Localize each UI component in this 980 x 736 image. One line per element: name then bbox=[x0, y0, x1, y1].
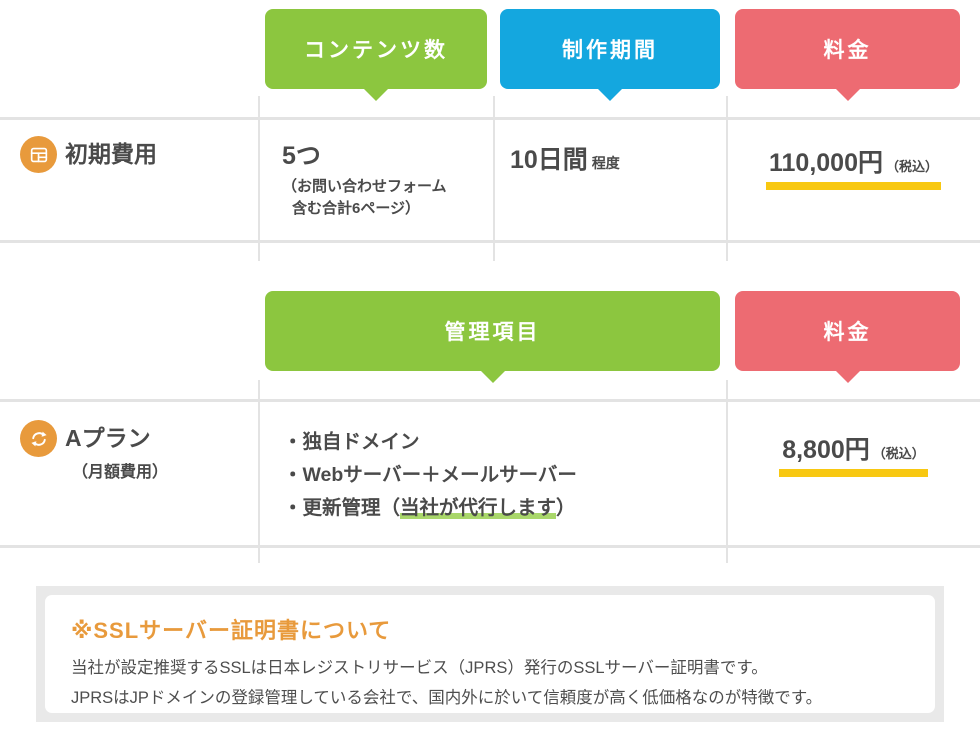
table2-top-border bbox=[0, 399, 980, 402]
management-items-list: ・独自ドメイン ・Webサーバー＋メールサーバー ・更新管理（当社が代行します） bbox=[283, 426, 577, 525]
browser-layout-icon bbox=[20, 136, 57, 173]
period-qualifier: 程度 bbox=[591, 155, 620, 171]
badge-tail bbox=[597, 88, 623, 101]
ssl-note-line-2: JPRSはJPドメインの登録管理している会社で、国内外に於いて信頼度が高く低価格… bbox=[71, 689, 823, 707]
initial-price: 110,000円（税込） bbox=[765, 143, 941, 190]
header-badge-management-label: 管理項目 bbox=[444, 321, 541, 344]
tax-included-label: （税込） bbox=[885, 159, 938, 174]
plan-a-price-cell: 8,800円（税込） bbox=[727, 430, 980, 477]
list-item: ・Webサーバー＋メールサーバー bbox=[283, 464, 577, 486]
header-badge-contents: コンテンツ数 bbox=[265, 9, 487, 101]
plan-a-subtitle: （月額費用） bbox=[72, 464, 169, 481]
ssl-note-inner: ※SSLサーバー証明書について 当社が設定推奨するSSLは日本レジストリサービス… bbox=[45, 595, 935, 713]
header-badge-period-label: 制作期間 bbox=[562, 39, 658, 62]
header-badge-price-1: 料金 bbox=[735, 9, 960, 101]
header-badge-period: 制作期間 bbox=[500, 9, 720, 101]
header-badge-contents-label: コンテンツ数 bbox=[304, 39, 448, 62]
period-cell: 10日間程度 bbox=[510, 145, 620, 175]
table1-divider-3 bbox=[726, 96, 728, 261]
initial-cost-label: 初期費用 bbox=[20, 136, 157, 173]
contents-note: （お問い合わせフォーム 含む合計6ページ） bbox=[282, 178, 447, 217]
table1-divider-2 bbox=[493, 96, 495, 261]
header-badge-price-2-label: 料金 bbox=[823, 321, 872, 344]
list-item: ・独自ドメイン bbox=[283, 431, 420, 453]
plan-a-label: Aプラン bbox=[20, 420, 151, 457]
plan-a-title: Aプラン bbox=[65, 425, 151, 451]
ssl-note-box: ※SSLサーバー証明書について 当社が設定推奨するSSLは日本レジストリサービス… bbox=[36, 586, 944, 722]
badge-tail bbox=[834, 88, 861, 101]
contents-cell: 5つ （お問い合わせフォーム 含む合計6ページ） bbox=[282, 141, 447, 220]
sync-icon bbox=[20, 420, 57, 457]
table1-bottom-border bbox=[0, 240, 980, 243]
table2-bottom-border bbox=[0, 545, 980, 548]
ssl-note-line-1: 当社が設定推奨するSSLは日本レジストリサービス（JPRS）発行のSSLサーバー… bbox=[71, 659, 768, 677]
ssl-note-title: ※SSLサーバー証明書について bbox=[71, 618, 392, 643]
plan-a-price: 8,800円（税込） bbox=[779, 430, 928, 477]
header-badge-price-1-label: 料金 bbox=[823, 39, 872, 62]
contents-count: 5つ bbox=[282, 142, 321, 170]
tax-included-label: （税込） bbox=[872, 446, 925, 461]
badge-tail bbox=[479, 370, 506, 383]
initial-price-cell: 110,000円（税込） bbox=[727, 143, 980, 190]
initial-cost-title: 初期費用 bbox=[65, 141, 157, 167]
badge-tail bbox=[363, 88, 389, 101]
list-item: ・更新管理（当社が代行します） bbox=[283, 497, 576, 519]
header-badge-price-2: 料金 bbox=[735, 291, 960, 383]
period-value: 10日間 bbox=[510, 146, 588, 174]
header-badge-management: 管理項目 bbox=[265, 291, 720, 383]
table1-divider-1 bbox=[258, 96, 260, 261]
highlighted-text: 当社が代行します bbox=[400, 497, 557, 519]
table2-divider-2 bbox=[726, 380, 728, 563]
table1-top-border bbox=[0, 117, 980, 120]
badge-tail bbox=[834, 370, 861, 383]
table2-divider-1 bbox=[258, 380, 260, 563]
